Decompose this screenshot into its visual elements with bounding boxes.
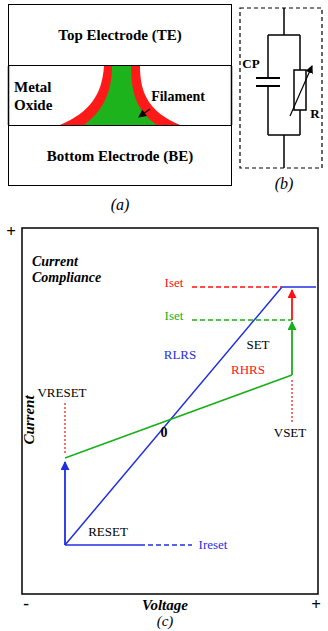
graph-frame: [22, 228, 318, 594]
axis-title: Current: [21, 395, 38, 444]
voltage-label: VRESET: [37, 386, 86, 401]
hrs-line: [65, 375, 292, 458]
node-label: Metal Oxide: [14, 78, 80, 114]
note-label: Current Compliance: [32, 254, 144, 286]
current-label: Ireset: [199, 538, 228, 553]
current-label: Iset: [165, 309, 184, 324]
origin-label: 0: [161, 425, 168, 441]
panel-label: (a): [111, 196, 130, 214]
axis-sign: +: [311, 595, 321, 615]
capacitor-symbol: [256, 77, 280, 79]
panel-label: (b): [275, 175, 294, 193]
component-label: R: [310, 107, 319, 122]
electrode-box: Bottom Electrode (BE): [8, 125, 232, 186]
node-label: Bottom Electrode (BE): [47, 147, 193, 165]
resistance-label: RLRS: [164, 348, 197, 363]
state-label: SET: [246, 338, 269, 353]
iv-graph: [22, 228, 318, 594]
reset-arrow: [64, 462, 66, 545]
current-label: Iset: [165, 276, 184, 291]
lrs-line: [65, 287, 316, 545]
node-label: Top Electrode (TE): [58, 26, 181, 44]
device-cross-section: [9, 66, 232, 125]
resistance-label: RHRS: [231, 363, 265, 378]
component-label: CP: [242, 57, 259, 72]
axis-sign: +: [6, 222, 16, 242]
electrode-box: Top Electrode (TE): [8, 4, 232, 66]
panel-label: (c): [157, 613, 174, 630]
axis-sign: -: [23, 594, 29, 614]
callout-label: Filament: [151, 89, 205, 105]
leader-arrow: [139, 109, 150, 117]
axis-title: Voltage: [142, 597, 188, 614]
equivalent-circuit: [240, 8, 322, 168]
filament-core: [84, 66, 157, 125]
voltage-label: VSET: [274, 426, 307, 441]
set-arrow: [291, 322, 293, 375]
dashed-boundary: [240, 8, 322, 168]
state-label: RESET: [88, 525, 128, 540]
